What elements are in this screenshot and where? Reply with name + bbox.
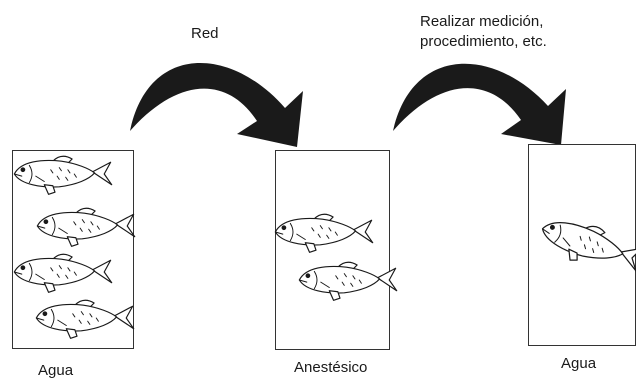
tank-caption-anesthetic: Anestésico — [294, 359, 367, 377]
tank-caption-water-initial: Agua — [38, 362, 73, 380]
tank-caption-water-final: Agua — [561, 355, 596, 373]
curved-arrow-icon — [393, 64, 566, 145]
step-label-procedure-line-2: procedimiento, etc. — [420, 32, 547, 52]
tank-water-final — [529, 145, 636, 346]
step-label-net-text: Red — [191, 25, 219, 43]
curved-arrow-icon — [130, 63, 303, 147]
tank-anesthetic — [275, 151, 396, 350]
tank-water-initial — [13, 151, 135, 349]
step-label-procedure-line-1: Realizar medición, — [420, 12, 547, 32]
step-label-procedure: Realizar medición, procedimiento, etc. — [420, 12, 547, 52]
step-label-net: Red — [191, 25, 219, 43]
